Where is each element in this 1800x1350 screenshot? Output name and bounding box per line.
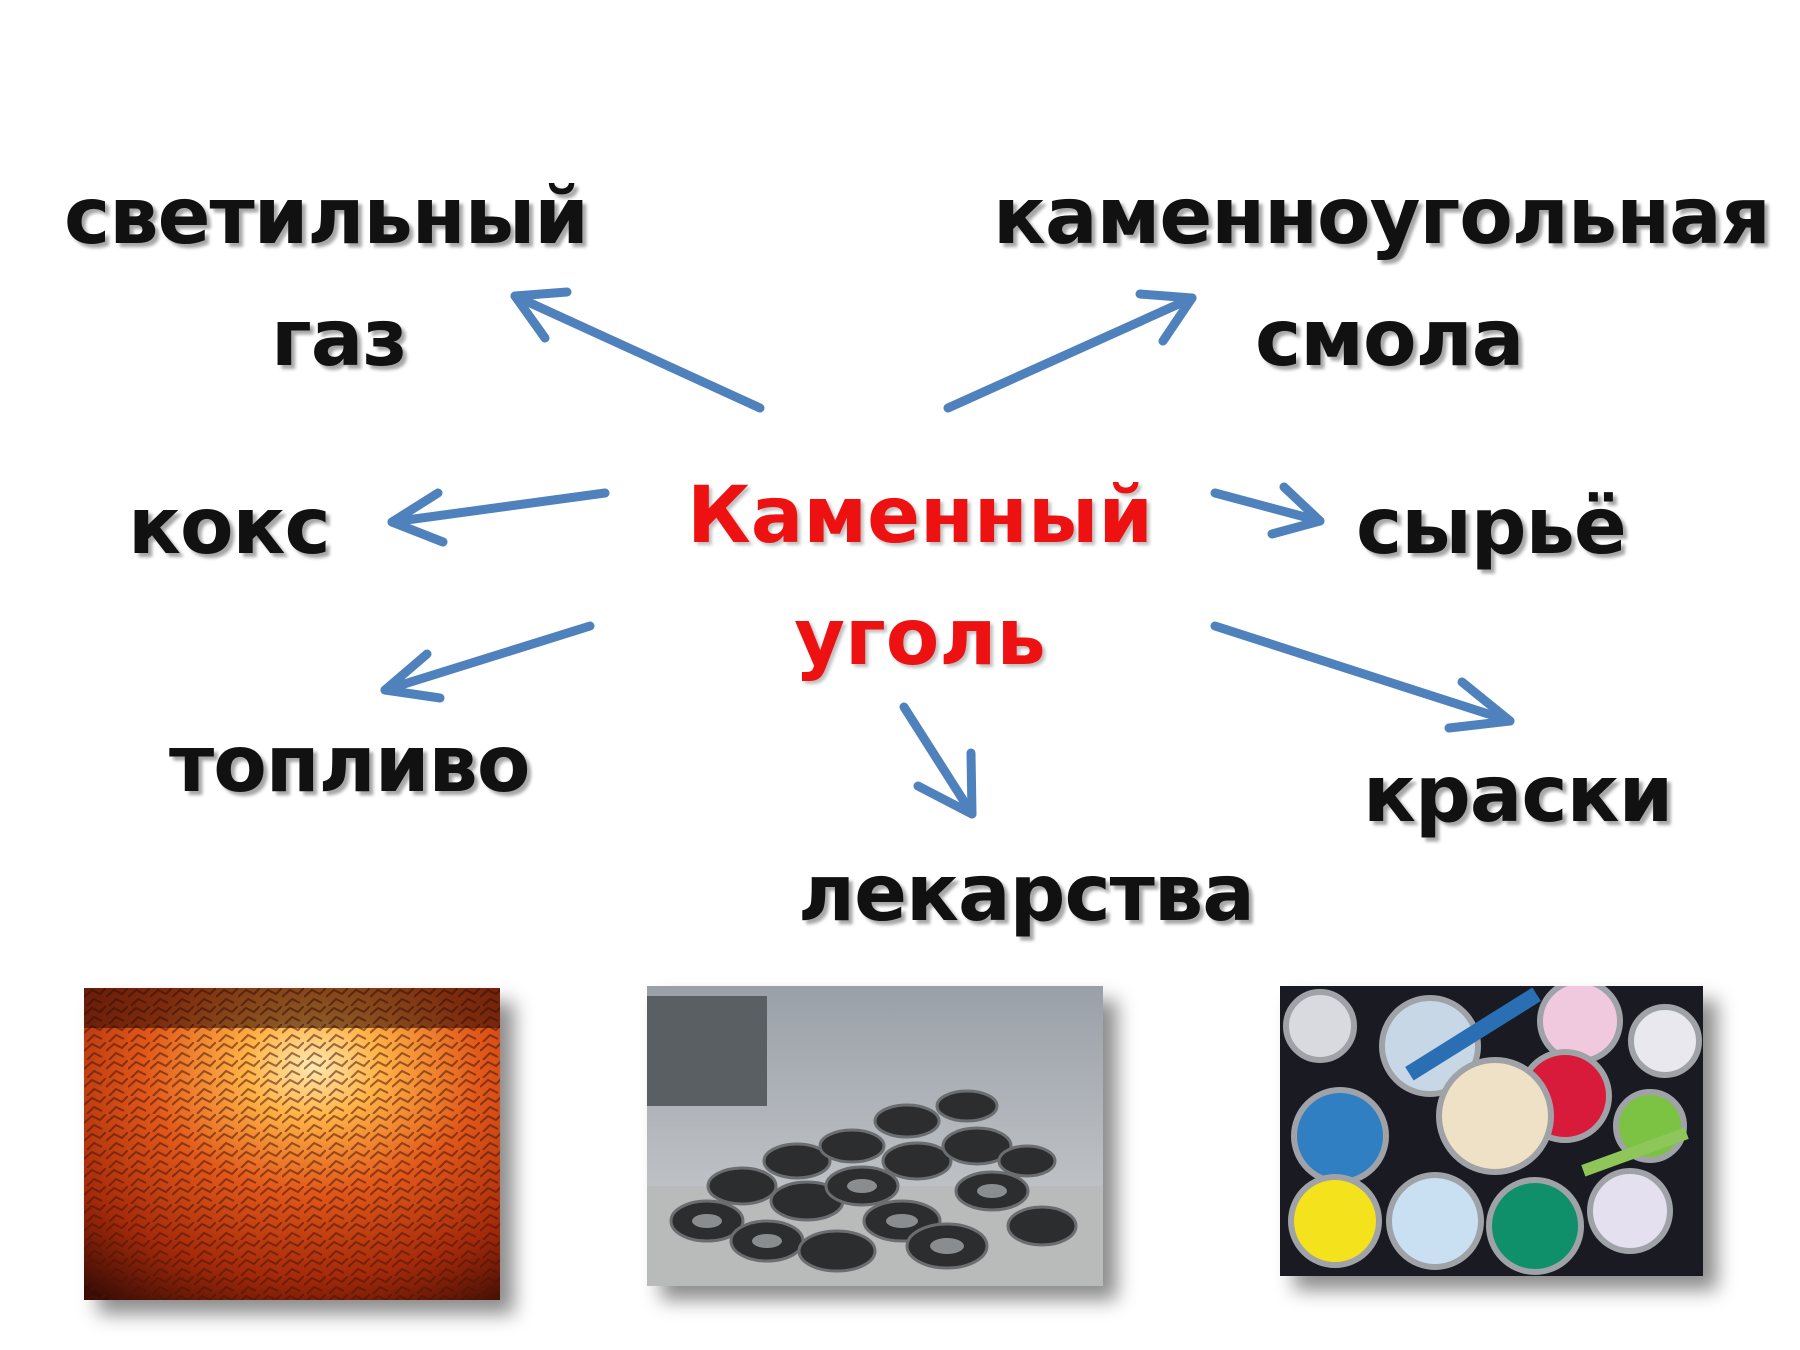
center-label-line1: Каменный: [686, 471, 1154, 561]
arrow-to-gas: [510, 287, 765, 413]
tire-pile-photo: [647, 986, 1103, 1286]
label-fuel: топливо: [169, 720, 530, 810]
arrow-to-coke: [387, 488, 610, 547]
label-gas-line2: газ: [271, 294, 408, 384]
burning-coal-photo: [84, 988, 500, 1300]
paint-cans-photo: [1280, 986, 1703, 1276]
label-paints: краски: [1363, 750, 1673, 840]
arrow-to-medicine: [899, 702, 977, 819]
arrow-to-fuel: [380, 621, 595, 703]
label-gas-line1: светильный: [64, 172, 589, 262]
arrow-to-paints: [1210, 621, 1515, 733]
label-medicine: лекарства: [798, 849, 1255, 939]
label-tar-line1: каменноугольная: [993, 172, 1771, 262]
label-raw: сырьё: [1356, 482, 1627, 572]
label-coke: кокс: [128, 482, 331, 572]
center-label-line2: уголь: [794, 593, 1046, 683]
arrow-to-raw: [1210, 482, 1325, 539]
label-tar-line2: смола: [1255, 294, 1524, 384]
center-label-coal: Каменный уголь: [600, 455, 1240, 699]
arrow-to-tar: [943, 289, 1197, 413]
